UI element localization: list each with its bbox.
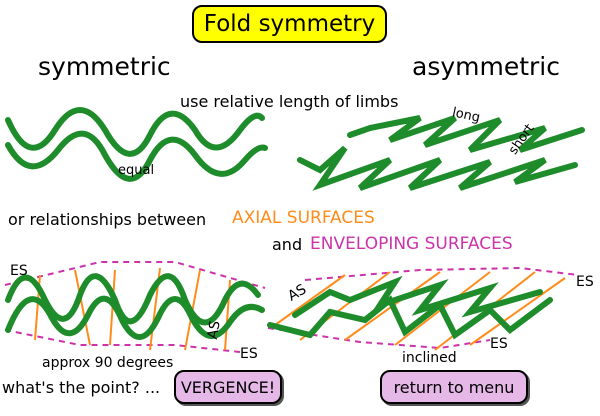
fold-br-lower <box>267 295 553 340</box>
fold-br-upper <box>292 275 543 318</box>
symmetric-fold-lower <box>5 130 268 182</box>
symmetric-folds <box>5 107 268 182</box>
and-text: and <box>272 235 303 254</box>
enveloping-surface-upper-left <box>4 261 266 289</box>
symmetric-heading: symmetric <box>38 52 171 81</box>
asymmetric-folds <box>297 115 585 191</box>
vergence-button[interactable]: VERGENCE! <box>174 370 282 404</box>
as-label-left: AS <box>204 319 224 341</box>
enveloping-surfaces-term: ENVELOPING SURFACES <box>310 234 513 254</box>
return-to-menu-button[interactable]: return to menu <box>380 370 528 404</box>
relative-limbs-text: use relative length of limbs <box>180 92 399 111</box>
page-title: Fold symmetry <box>192 5 387 43</box>
enveloping-surface-lower-left <box>4 329 241 353</box>
asymmetric-heading: asymmetric <box>412 52 560 81</box>
symmetric-geometry <box>4 261 266 353</box>
fold-bl-lower <box>5 295 265 340</box>
asymmetric-geometry <box>267 266 579 351</box>
enveloping-surface-lower-right <box>267 327 491 350</box>
asymmetric-fold-lower <box>297 145 578 191</box>
approx-90-label: approx 90 degrees <box>42 355 174 371</box>
asymmetric-fold-upper <box>347 115 585 153</box>
inclined-label: inclined <box>402 350 457 366</box>
es-label-right: ES <box>576 274 594 290</box>
enveloping-surface-upper-right <box>304 266 579 281</box>
equal-label: equal <box>118 163 155 178</box>
whats-the-point-text: what's the point? ... <box>2 378 161 397</box>
es-label-bottom-left: ES <box>240 346 258 362</box>
relationships-text: or relationships between <box>8 210 207 229</box>
es-label-bottom-right: ES <box>490 336 508 352</box>
axial-surfaces-term: AXIAL SURFACES <box>232 208 375 228</box>
fold-bl-upper <box>5 273 261 326</box>
es-label-top-left: ES <box>10 263 28 279</box>
symmetric-fold-upper <box>5 107 265 157</box>
